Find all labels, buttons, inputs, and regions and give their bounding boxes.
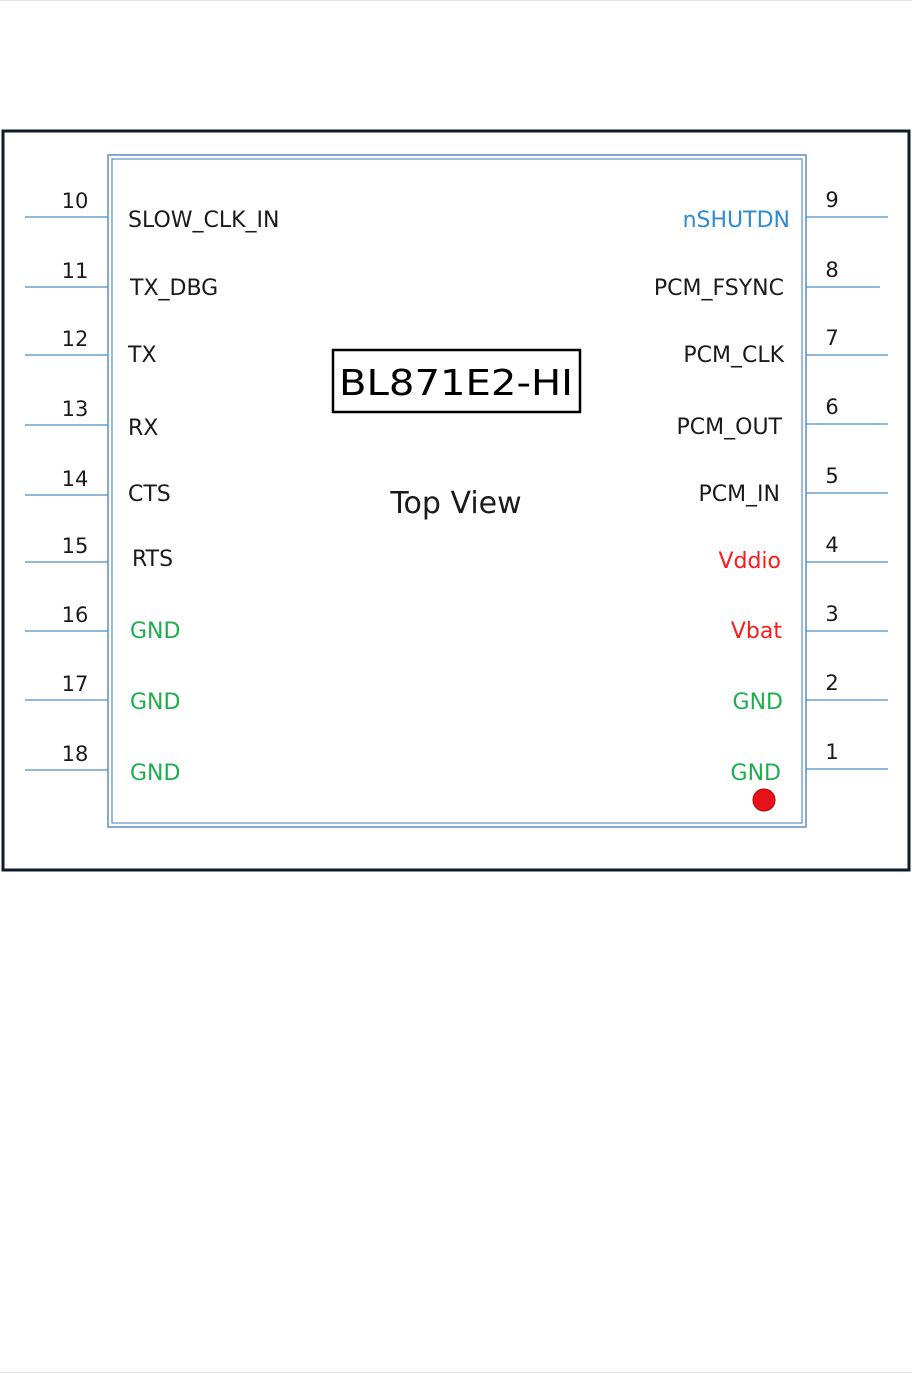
page-bottom-rule	[0, 1372, 912, 1373]
pin-name-label: RX	[128, 416, 158, 441]
pin-name-label: GND	[130, 761, 180, 786]
pin-name-label: RTS	[132, 547, 173, 572]
pin-name-label: Vbat	[731, 619, 782, 644]
pin-name-label: CTS	[128, 482, 171, 507]
pin-number-label: 4	[825, 533, 838, 557]
pin-number-label: 18	[62, 742, 89, 766]
pin1-marker-icon	[753, 789, 775, 811]
pin-number-label: 15	[62, 534, 89, 558]
pin-name-label: SLOW_CLK_IN	[128, 208, 280, 233]
pin-number-label: 6	[825, 395, 838, 419]
pin-number-label: 16	[62, 603, 89, 627]
pin-number-label: 12	[62, 327, 89, 351]
pin-name-label: PCM_FSYNC	[654, 276, 784, 301]
part-number-label: BL871E2-HI	[339, 363, 573, 404]
pin-name-label: PCM_IN	[698, 482, 780, 507]
view-label: Top View	[389, 486, 521, 521]
pin-number-label: 1	[825, 740, 838, 764]
pin-name-label: Vddio	[718, 549, 781, 574]
pin-number-label: 14	[62, 467, 89, 491]
pin-number-label: 13	[62, 397, 89, 421]
pin-name-label: GND	[733, 690, 783, 715]
pin-number-label: 3	[825, 602, 838, 626]
pin-number-label: 11	[62, 259, 89, 283]
pin-name-label: GND	[130, 690, 180, 715]
pin-number-label: 9	[825, 188, 838, 212]
pin-name-label: nSHUTDN	[683, 208, 790, 233]
pin-number-label: 7	[825, 326, 838, 350]
pin-name-label: TX_DBG	[129, 276, 218, 301]
pin-name-label: PCM_CLK	[683, 343, 784, 368]
pin-name-label: GND	[130, 619, 180, 644]
pin-name-label: GND	[731, 761, 781, 786]
pin-number-label: 17	[62, 672, 89, 696]
pin-number-label: 8	[825, 258, 838, 282]
pin-number-label: 10	[62, 189, 89, 213]
pin-name-label: PCM_OUT	[677, 415, 783, 440]
pin-number-label: 2	[825, 671, 838, 695]
pin-number-label: 5	[825, 464, 838, 488]
pin-name-label: TX	[127, 343, 157, 368]
